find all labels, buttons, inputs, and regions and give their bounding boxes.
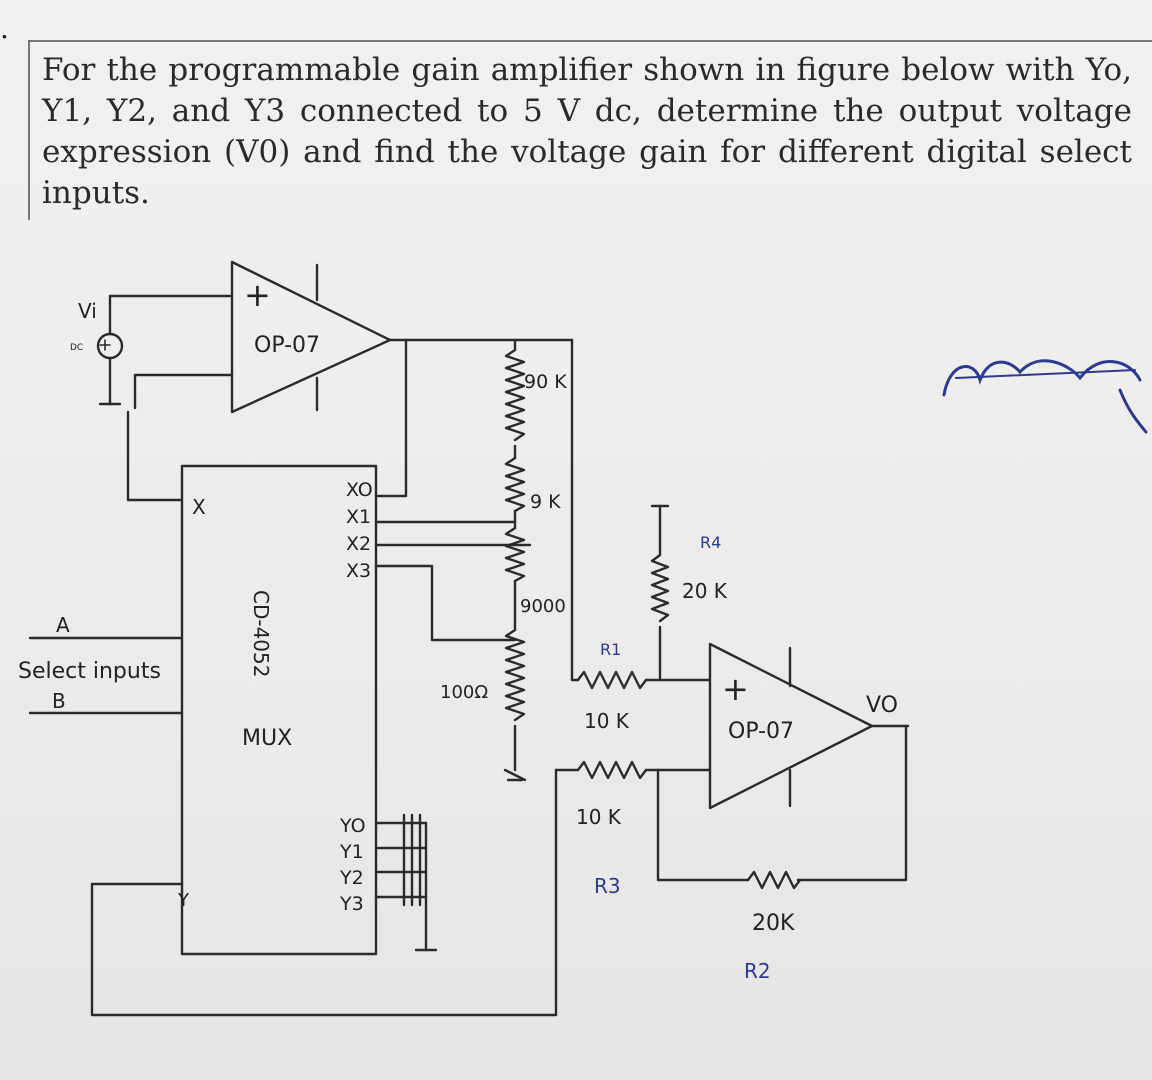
mux-chip-body	[180, 464, 378, 956]
opamp1-triangle	[230, 260, 392, 414]
r10k-top-label: 10 K	[584, 709, 630, 733]
dc-label: DC	[70, 343, 83, 353]
handwritten-annotations	[942, 359, 1148, 434]
r10k-bottom-resistor	[576, 760, 648, 780]
chip-label: CD-4052	[249, 590, 273, 677]
opamp1-label: OP-07	[254, 333, 320, 358]
y-pins-bus	[374, 813, 438, 952]
note-r4: R4	[700, 533, 721, 552]
opamp2-triangle	[708, 642, 874, 810]
pin-x2: X2	[346, 533, 371, 555]
r20k-top-label: 20 K	[682, 579, 728, 603]
note-r1: R1	[600, 640, 621, 659]
pin-y0: YO	[339, 815, 366, 837]
r90k-label: 90 K	[524, 371, 567, 393]
x3-wire	[374, 564, 517, 642]
x0-wire	[374, 338, 408, 498]
mux-x-label: X	[192, 495, 206, 519]
dc-voltage-source-icon	[96, 294, 124, 406]
note-r3: R3	[594, 874, 621, 898]
mux-label: MUX	[242, 726, 292, 751]
r9000-label: 9000	[520, 596, 566, 617]
y-pin-return-wire	[90, 882, 558, 1017]
vi-label: Vi	[78, 299, 97, 323]
pin-x3: X3	[346, 560, 371, 582]
r20k-feedback-label: 20K	[752, 911, 795, 936]
r100-label: 100Ω	[440, 682, 488, 703]
question-number: .	[0, 12, 9, 45]
question-frame-left	[28, 40, 30, 220]
r9k-label: 9 K	[530, 491, 561, 513]
mux-x-to-inverting-wire	[126, 410, 184, 502]
ladder-to-r10k-wire	[570, 608, 580, 682]
question-frame-top	[28, 40, 1152, 42]
r10k-bottom-label: 10 K	[576, 805, 622, 829]
question-text: For the programmable gain amplifier show…	[42, 52, 1132, 211]
resistor-ladder	[503, 338, 527, 782]
mux-y-label: Y	[177, 890, 190, 911]
pin-x1: X1	[346, 506, 371, 528]
pin-x0: XO	[346, 479, 373, 501]
select-inputs-label: Select inputs	[18, 659, 161, 684]
pin-y2: Y2	[339, 867, 364, 889]
output-label: VO	[866, 693, 898, 718]
select-a-label: A	[56, 613, 70, 637]
pin-y3: Y3	[339, 893, 364, 915]
note-r2: R2	[744, 959, 771, 983]
r20k-feedback-resistor	[746, 870, 802, 890]
pin-y1: Y1	[339, 841, 364, 863]
r10k-top-resistor	[576, 670, 648, 690]
feedback-wire-right	[796, 724, 908, 882]
select-b-label: B	[52, 689, 66, 713]
opamp1-plus: +	[244, 276, 271, 314]
feedback-wire-left	[656, 768, 750, 882]
r20k-ground-resistor	[650, 504, 670, 682]
opamp2-label: OP-07	[728, 719, 794, 744]
opamp2-plus: +	[722, 670, 749, 708]
